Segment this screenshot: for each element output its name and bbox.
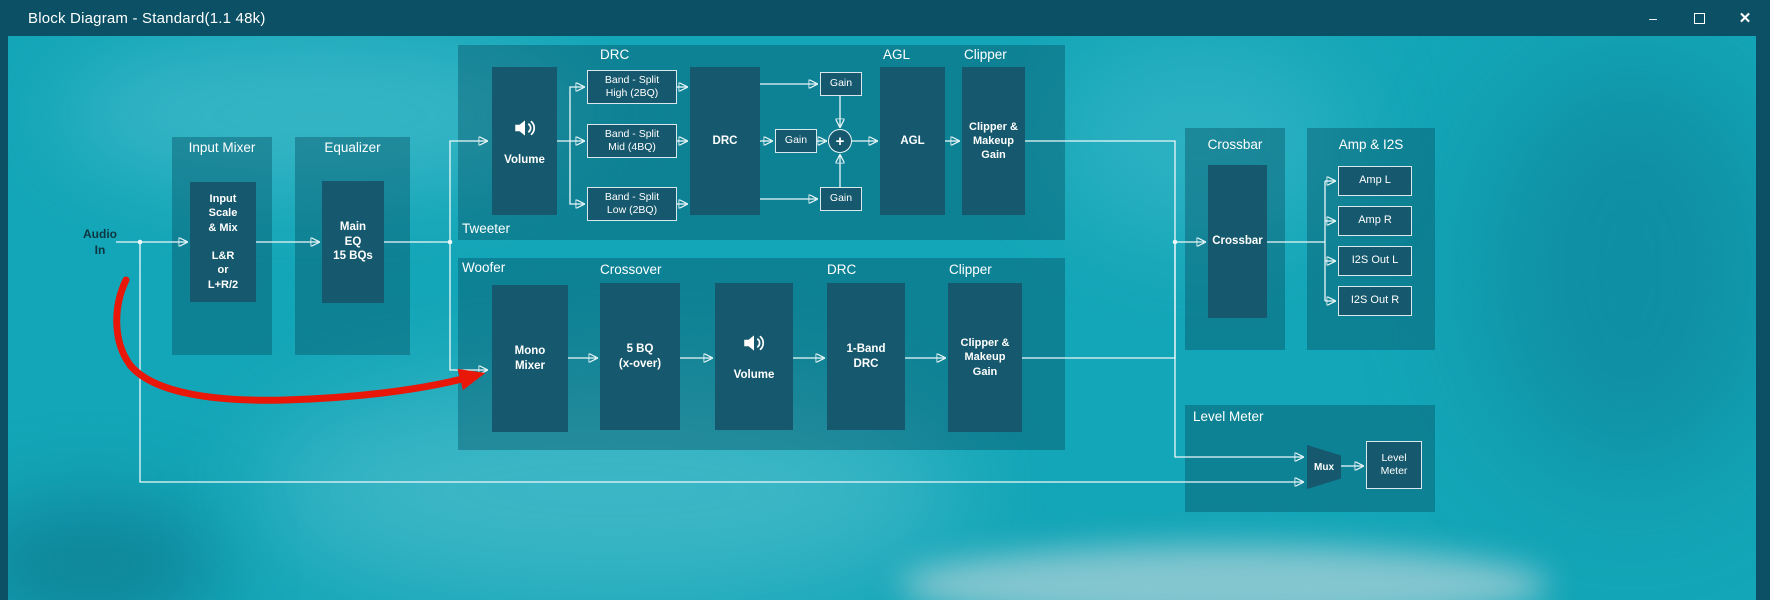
amp-l-block[interactable]: Amp L: [1338, 166, 1412, 196]
tweeter-drc-title: DRC: [600, 47, 630, 62]
input-mixer-title: Input Mixer: [188, 140, 256, 155]
tweeter-drc-block[interactable]: DRC: [690, 67, 760, 215]
gain-top-block[interactable]: Gain: [820, 72, 862, 96]
crossbar-title: Crossbar: [1207, 137, 1263, 152]
gain-bottom-block[interactable]: Gain: [820, 187, 862, 211]
titlebar: Block Diagram - Standard(1.1 48k) – ✕: [0, 0, 1770, 36]
amp-i2s-title: Amp & I2S: [1338, 137, 1404, 152]
window-frame-left: [0, 36, 8, 600]
woofer-label: Woofer: [462, 260, 506, 275]
gain-mid-block[interactable]: Gain: [775, 129, 817, 153]
minimize-icon: –: [1649, 10, 1657, 26]
maximize-button[interactable]: [1688, 7, 1710, 29]
tweeter-volume-label: Volume: [504, 153, 545, 166]
tweeter-label: Tweeter: [462, 221, 511, 236]
woofer-volume-block[interactable]: Volume: [715, 283, 793, 430]
crossbar-block[interactable]: Crossbar: [1208, 165, 1267, 318]
window-title: Block Diagram - Standard(1.1 48k): [28, 9, 266, 27]
woofer-clipper-title: Clipper: [949, 262, 992, 277]
amp-r-block[interactable]: Amp R: [1338, 206, 1412, 236]
window-frame-right: [1756, 36, 1770, 600]
tweeter-volume-block[interactable]: Volume: [492, 67, 557, 215]
i2s-out-r-block[interactable]: I2S Out R: [1338, 286, 1412, 316]
woofer-crossover-title: Crossover: [600, 262, 662, 277]
woofer-drc-title: DRC: [827, 262, 857, 277]
equalizer-title: Equalizer: [324, 140, 381, 155]
close-button[interactable]: ✕: [1734, 7, 1756, 29]
speaker-icon: [741, 330, 767, 361]
sum-node[interactable]: +: [828, 129, 852, 153]
speaker-icon: [512, 115, 538, 146]
woofer-volume-label: Volume: [733, 369, 775, 381]
tweeter-agl-block[interactable]: AGL: [880, 67, 945, 215]
window-controls: – ✕: [1642, 0, 1756, 36]
level-meter-title: Level Meter: [1193, 409, 1264, 424]
i2s-out-l-block[interactable]: I2S Out L: [1338, 246, 1412, 276]
close-icon: ✕: [1738, 10, 1752, 27]
minimize-button[interactable]: –: [1642, 7, 1664, 29]
tweeter-clipper-title: Clipper: [964, 47, 1007, 62]
maximize-icon: [1693, 12, 1705, 24]
crossover-block[interactable]: 5 BQ(x-over): [600, 283, 680, 430]
tweeter-agl-title: AGL: [883, 47, 911, 62]
